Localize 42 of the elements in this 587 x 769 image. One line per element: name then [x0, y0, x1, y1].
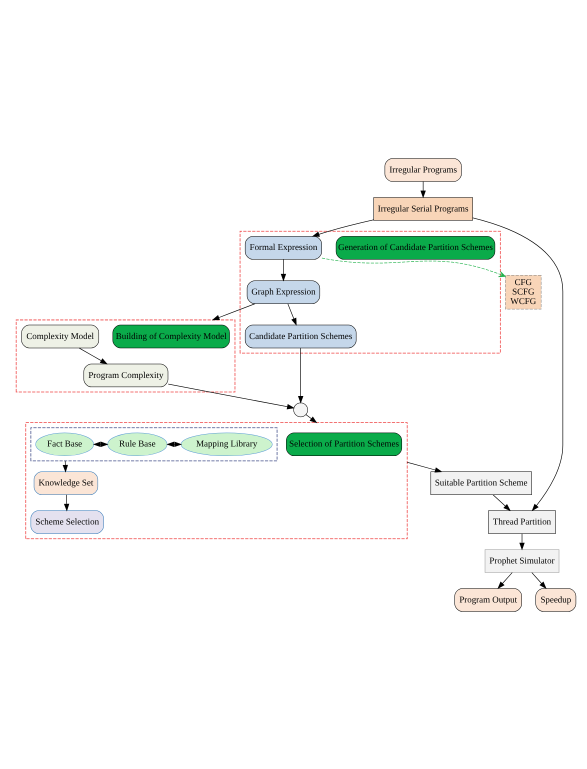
node-box: Candidate Partition Schemes — [244, 324, 356, 348]
arrow — [492, 494, 511, 511]
node-ellipse: Mapping Library — [180, 432, 273, 456]
arrow — [322, 257, 506, 277]
arrow — [280, 258, 286, 281]
cluster — [30, 426, 278, 461]
arrow — [92, 441, 108, 446]
node-box: Generation of Candidate Partition Schemes — [336, 236, 496, 260]
arrow — [497, 572, 513, 589]
node-ellipse: Fact Base — [35, 432, 94, 456]
node-box: Thread Partition — [488, 510, 556, 534]
node-box: Speedup — [535, 588, 576, 612]
node-box: Suitable Partition Scheme — [430, 471, 532, 494]
node-box: Program Complexity — [84, 363, 168, 387]
node-box: Knowledge Set — [34, 471, 98, 494]
arrow — [312, 219, 374, 236]
arrow — [168, 383, 295, 409]
arrow — [420, 180, 426, 198]
cluster — [16, 319, 236, 392]
node-box: Selection of Partition Schemes — [286, 432, 402, 456]
node-ellipse: Rule Base — [107, 432, 168, 456]
node-circle — [293, 402, 308, 417]
arrow — [406, 461, 443, 472]
node-box: Graph Expression — [246, 280, 320, 304]
node-box: Program Output — [454, 588, 522, 612]
cluster — [25, 422, 408, 539]
node-box: Scheme Selection — [30, 510, 104, 534]
arrow — [519, 532, 525, 550]
node-box: CFG SCFG WCFG — [505, 274, 542, 309]
arrow — [298, 347, 304, 404]
node-box: Complexity Model — [21, 324, 100, 348]
arrow — [78, 347, 108, 364]
node-box: Building of Complexity Model — [112, 324, 230, 348]
node-box: Irregular Programs — [384, 158, 462, 182]
arrow — [531, 572, 547, 589]
node-box: Prophet Simulator — [484, 548, 560, 572]
node-box: Formal Expression — [244, 236, 322, 260]
arrow — [472, 216, 564, 511]
arrow — [212, 302, 256, 320]
node-box: Irregular Serial Programs — [373, 196, 473, 220]
arrow — [64, 494, 70, 511]
arrow — [287, 302, 297, 326]
